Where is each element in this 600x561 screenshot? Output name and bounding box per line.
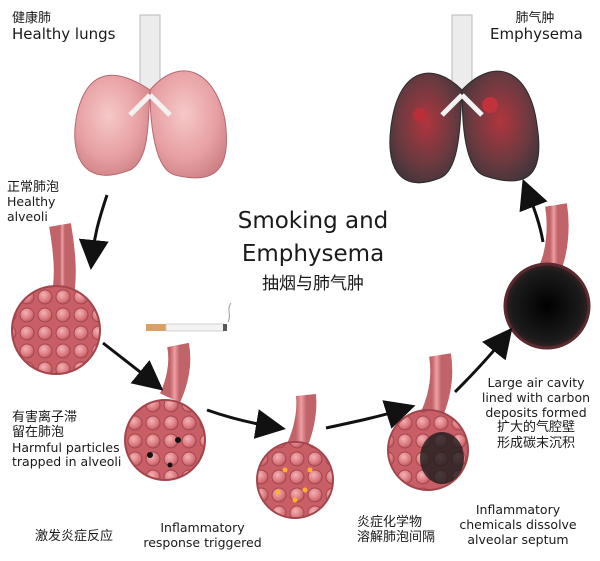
healthy-lungs-illustration	[74, 14, 227, 179]
cycle-arrows	[78, 178, 548, 439]
left-lung-emphysema	[389, 72, 463, 184]
label-chemicals-dissolve-en-2: chemicals dissolve	[459, 516, 577, 532]
right-lung-emphysema	[461, 70, 540, 182]
alveoli-inflammation	[256, 394, 334, 519]
title-chinese: 抽烟与肺气肿	[262, 274, 364, 294]
label-chemicals-dissolve-en-3: alveolar septum	[467, 531, 569, 547]
label-healthy-alveoli-en-2: alveoli	[7, 209, 48, 225]
title-line-1: Smoking and	[237, 208, 389, 234]
label-healthy-alveoli: 正常肺泡 Healthy alveoli	[7, 180, 59, 225]
label-particles-trapped-en-1: Harmful particles	[12, 439, 120, 455]
right-lung	[149, 70, 227, 179]
label-healthy-lungs-en: Healthy lungs	[12, 25, 116, 44]
diagram-title: Smoking and Emphysema 抽烟与肺气肿	[213, 205, 413, 297]
alveoli-air-cavity	[503, 203, 591, 350]
alveoli-healthy	[11, 223, 101, 375]
alveoli-particles-trapped	[124, 342, 206, 481]
label-healthy-alveoli-cn: 正常肺泡	[7, 180, 60, 195]
label-chemicals-dissolve-cn-2: 溶解肺泡间隔	[357, 530, 436, 546]
label-chemicals-dissolve-cn-1: 炎症化学物	[357, 515, 423, 530]
arrow-inflammation-to-septum	[325, 400, 416, 430]
label-air-cavity-cn-2: 形成碳末沉积	[496, 435, 575, 451]
arrow-cavity-to-emphysema	[519, 178, 548, 243]
arrow-septum-to-cavity	[453, 327, 513, 394]
label-healthy-lungs-cn: 健康肺	[12, 11, 52, 26]
label-inflammatory-response-en-2: response triggered	[143, 534, 262, 550]
label-healthy-alveoli-en-1: Healthy	[7, 194, 56, 210]
label-air-cavity-en-3: deposits formed	[485, 404, 587, 420]
label-emphysema: 肺气肿 Emphysema	[490, 11, 583, 44]
label-inflammatory-response-cn: 激发炎症反应	[35, 529, 114, 544]
label-air-cavity-cn-1: 扩大的气腔壁	[496, 420, 575, 436]
label-particles-trapped-en-2: trapped in alveoli	[12, 454, 122, 470]
label-particles-trapped: 有害离子滞 留在肺泡 Harmful particles trapped in …	[12, 410, 121, 470]
arrow-lungs-to-alveoli	[78, 194, 109, 270]
label-healthy-lungs: 健康肺 Healthy lungs	[12, 11, 115, 44]
label-particles-trapped-cn-2: 留在肺泡	[12, 425, 65, 441]
label-chemicals-dissolve-en-1: Inflammatory	[475, 502, 561, 517]
label-air-cavity-en-1: Large air cavity	[487, 375, 585, 390]
label-air-cavity: Large air cavity lined with carbon depos…	[480, 375, 592, 451]
label-emphysema-cn: 肺气肿	[515, 11, 555, 26]
arrow-alveoli-to-particles	[102, 341, 164, 391]
label-air-cavity-en-2: lined with carbon	[481, 389, 591, 405]
label-emphysema-en: Emphysema	[490, 25, 583, 44]
cigarette-illustration	[146, 302, 232, 332]
label-particles-trapped-cn-1: 有害离子滞	[12, 410, 78, 425]
label-inflammatory-response-en-1: Inflammatory	[160, 520, 245, 535]
alveoli-septum-dissolving	[387, 353, 469, 491]
label-chemicals-dissolve-cn-block: 炎症化学物 溶解肺泡间隔	[357, 515, 435, 546]
label-chemicals-dissolve-en-block: Inflammatory chemicals dissolve alveolar…	[458, 502, 578, 547]
title-line-2: Emphysema	[241, 241, 385, 267]
emphysema-lungs-illustration	[389, 14, 540, 184]
label-inflammatory-response-cn-block: 激发炎症反应	[35, 529, 113, 544]
label-inflammatory-response-en-block: Inflammatory response triggered	[140, 520, 265, 551]
arrow-particles-to-inflammation	[206, 408, 286, 439]
left-lung	[74, 74, 151, 176]
